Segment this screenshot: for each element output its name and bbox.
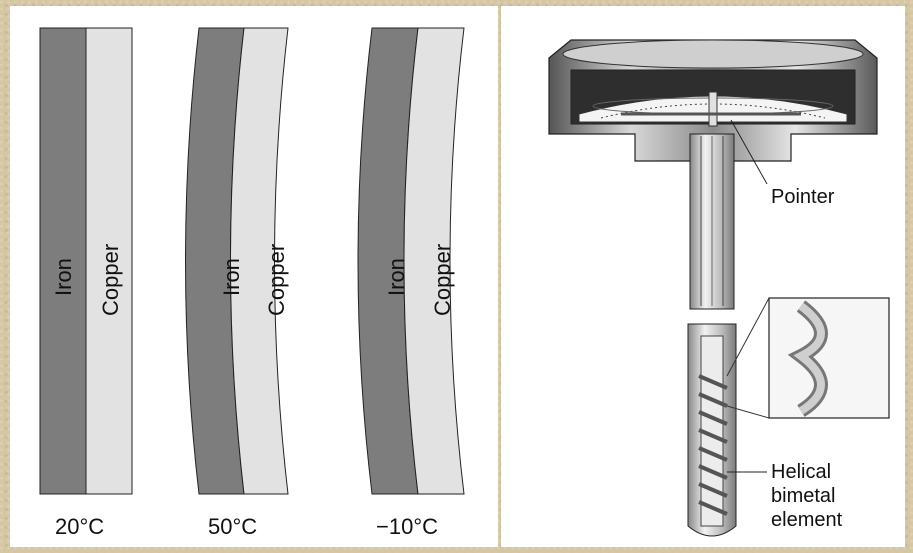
element-label-line3: element [771,509,843,531]
element-label-line2: bimetal [771,485,835,507]
copper-layer-20c [85,27,133,495]
bimetal-strips-diagram: Iron Copper Iron Copper Iron Copper 20°C… [39,27,465,539]
stem-lower [687,323,737,537]
temperature-label-minus10c: −10°C [376,514,438,539]
copper-label-minus10c: Copper [430,244,455,316]
copper-label-20c: Copper [98,244,123,316]
iron-layer-20c [39,27,87,495]
iron-label-20c: Iron [51,258,76,296]
element-label-line1: Helical [771,461,831,483]
strip-50c: Iron Copper [185,27,289,495]
thermometer-panel: Pointer Helical bimetal element [501,6,905,547]
magnified-coil-inset [726,297,890,419]
iron-label-50c: Iron [219,258,244,296]
temperature-label-20c: 20°C [55,514,104,539]
strip-minus10c: Iron Copper [357,27,465,495]
bimetal-strips-panel: Iron Copper Iron Copper Iron Copper 20°C… [10,6,498,547]
copper-layer-minus10c [403,27,465,495]
dial-head [548,39,878,162]
dial-thermometer-diagram: Pointer Helical bimetal element [548,39,890,537]
pointer-leader-line [730,119,768,185]
pointer-label: Pointer [771,186,835,208]
temperature-label-50c: 50°C [208,514,257,539]
iron-label-minus10c: Iron [384,258,409,296]
copper-layer-50c [230,27,289,495]
stem-upper [689,133,735,310]
strip-20c: Iron Copper [39,27,133,495]
copper-label-50c: Copper [264,244,289,316]
